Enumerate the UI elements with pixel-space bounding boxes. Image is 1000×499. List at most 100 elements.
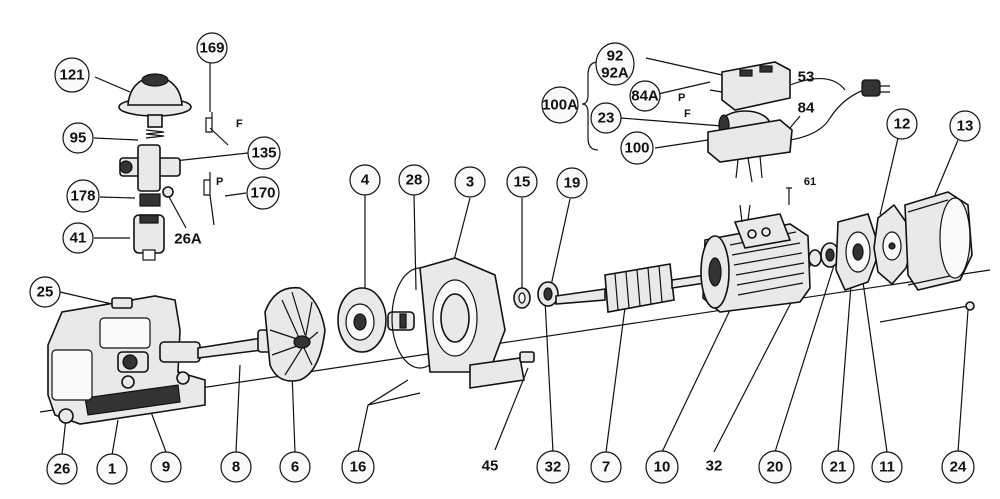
callout-10: 10	[645, 450, 679, 484]
svg-text:100A: 100A	[542, 97, 578, 114]
svg-text:178: 178	[70, 188, 95, 205]
motor-housing-10	[700, 204, 811, 313]
rotor-7	[555, 263, 726, 313]
callout-7: 7	[590, 451, 622, 483]
callout-9: 9	[150, 451, 182, 483]
svg-text:15: 15	[514, 174, 531, 191]
switch-p-label: P	[216, 176, 223, 188]
svg-text:23: 23	[598, 110, 615, 127]
svg-text:45: 45	[482, 458, 499, 475]
callout-41: 41	[62, 222, 94, 254]
callout-135: 135	[247, 136, 281, 170]
svg-text:169: 169	[199, 40, 224, 57]
svg-text:84: 84	[798, 100, 815, 117]
callout-178: 178	[66, 179, 100, 213]
callout-13: 13	[949, 110, 981, 142]
svg-text:19: 19	[564, 175, 581, 192]
svg-text:1: 1	[108, 461, 116, 478]
svg-text:28: 28	[406, 172, 423, 189]
callout-95: 95	[62, 122, 94, 154]
svg-text:135: 135	[251, 145, 276, 162]
callout-32-right: 32	[706, 458, 723, 475]
callout-24: 24	[941, 450, 975, 484]
diffuser-tube-8	[159, 329, 273, 363]
switch-p-170	[203, 172, 215, 226]
svg-text:11: 11	[879, 459, 895, 476]
svg-text:7: 7	[602, 459, 610, 476]
callout-20: 20	[758, 450, 792, 484]
tie-rod-24	[879, 301, 975, 323]
callout-28: 28	[398, 164, 430, 196]
screw-61	[786, 187, 792, 205]
callout-21: 21	[821, 450, 855, 484]
svg-text:24: 24	[950, 459, 967, 476]
pressure-regulator-121	[118, 73, 192, 128]
diffuser-plate-4	[337, 287, 387, 353]
ring-15	[513, 287, 531, 309]
nipple-178	[139, 193, 161, 207]
callout-12: 12	[886, 108, 918, 140]
ejector-9	[117, 351, 149, 373]
box-p-label: P	[678, 92, 685, 104]
svg-text:13: 13	[957, 118, 974, 135]
svg-text:6: 6	[291, 459, 299, 476]
wire-84A	[709, 89, 723, 93]
svg-text:12: 12	[894, 116, 911, 133]
svg-text:4: 4	[361, 172, 370, 189]
svg-text:121: 121	[59, 67, 84, 84]
callout-25: 25	[29, 276, 61, 308]
svg-text:61: 61	[804, 176, 816, 188]
svg-text:26A: 26A	[174, 231, 202, 248]
svg-text:16: 16	[350, 459, 367, 476]
callout-15: 15	[506, 166, 538, 198]
svg-text:92A: 92A	[601, 65, 629, 82]
callout-23: 23	[590, 102, 622, 134]
svg-text:20: 20	[767, 459, 784, 476]
mechanical-seal-16	[387, 311, 415, 331]
switch-f-label: F	[236, 118, 243, 130]
svg-text:95: 95	[70, 130, 87, 147]
callout-6: 6	[279, 451, 311, 483]
callout-8: 8	[220, 451, 252, 483]
nipple-41	[133, 214, 165, 261]
svg-text:3: 3	[466, 174, 474, 191]
screw-45	[519, 351, 535, 363]
callout-11: 11	[871, 451, 903, 483]
fan-cover-13	[904, 191, 973, 291]
bearing-19	[537, 281, 559, 307]
callout-4: 4	[349, 164, 381, 196]
callout-121: 121	[54, 57, 90, 93]
svg-text:9: 9	[162, 459, 170, 476]
callout-32-left: 32	[536, 450, 570, 484]
svg-text:25: 25	[37, 284, 54, 301]
svg-text:170: 170	[250, 185, 275, 202]
bracket-3	[419, 257, 525, 389]
callout-group: 121 169 95 135 178 170 26A 41 25 4 28 3 …	[29, 32, 981, 485]
bearing-20	[820, 242, 840, 268]
callout-19: 19	[556, 167, 588, 199]
callout-169: 169	[196, 32, 228, 64]
tee-fitting-135	[119, 144, 181, 198]
svg-text:84A: 84A	[631, 88, 659, 105]
callout-45: 45	[482, 458, 499, 475]
callout-1: 1	[96, 453, 128, 485]
callout-61: 61	[804, 176, 816, 188]
svg-text:92: 92	[607, 48, 624, 65]
svg-text:21: 21	[830, 459, 847, 476]
base-100	[707, 119, 793, 183]
fan-12	[873, 203, 913, 286]
svg-text:8: 8	[232, 459, 240, 476]
washer-32	[808, 249, 822, 267]
svg-text:53: 53	[798, 69, 815, 86]
svg-text:41: 41	[70, 230, 87, 247]
callout-53: 53	[798, 69, 815, 86]
callout-100A: 100A	[541, 86, 579, 124]
svg-text:32: 32	[706, 458, 723, 475]
callout-170: 170	[246, 176, 280, 210]
leader-lines	[59, 57, 969, 456]
callout-3: 3	[454, 166, 486, 198]
terminal-box-92	[721, 61, 791, 111]
svg-text:26: 26	[54, 461, 71, 478]
